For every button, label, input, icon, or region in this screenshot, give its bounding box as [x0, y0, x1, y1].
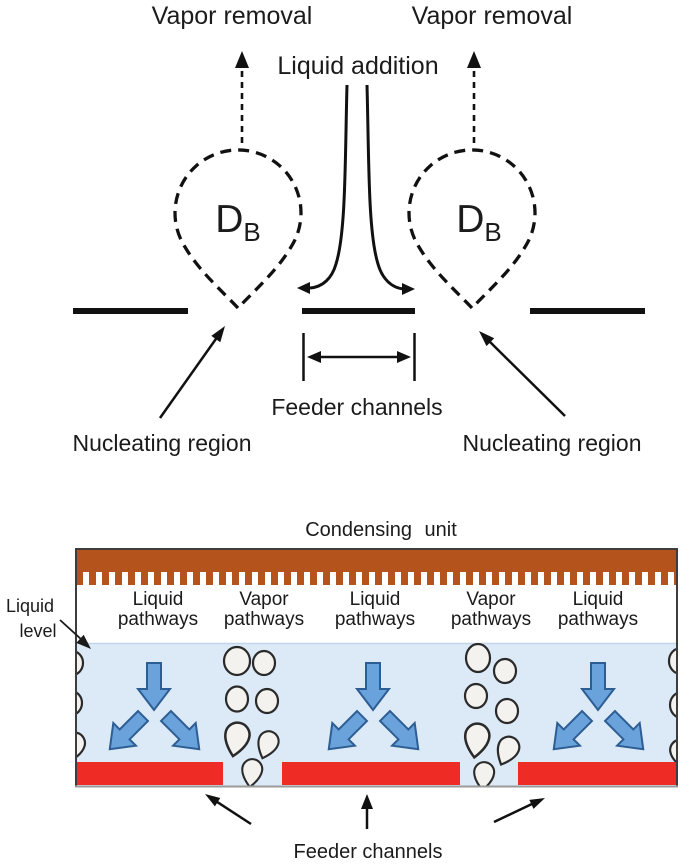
- bubble: [667, 647, 677, 675]
- nucleating-pointer-left-icon: [158, 326, 225, 419]
- db-main: D: [215, 198, 244, 241]
- bubble: [77, 691, 84, 715]
- bubble-diameter-label-left: DB: [215, 198, 261, 247]
- liquid-level-label-line2: level: [19, 621, 57, 641]
- bubble: [77, 651, 85, 675]
- pathway-label-line1: Vapor: [466, 589, 516, 610]
- pathway-label-line1: Vapor: [239, 589, 289, 610]
- bubble: [492, 657, 518, 685]
- bubble: [668, 691, 677, 719]
- nucleating-pointer-right-icon: [479, 331, 566, 417]
- bubble: [224, 685, 250, 713]
- feeder-width-dimension-icon: [302, 333, 416, 381]
- feeder-bar: [518, 762, 678, 785]
- edge-bubbles: [77, 647, 677, 772]
- feeder-bar: [282, 762, 460, 785]
- vapor-removal-arrow-right-icon: [467, 51, 481, 143]
- pathway-label-line1: Liquid: [349, 589, 401, 610]
- liquid-jet-left-curve-icon: [297, 84, 349, 294]
- feeder-channel-bars: [75, 762, 678, 785]
- feeder-pointer-right-icon: [493, 798, 545, 824]
- pathway-label-line2: pathways: [223, 608, 305, 630]
- nucleating-region-label-right: Nucleating region: [462, 430, 642, 456]
- nucleating-region-label-left: Nucleating region: [72, 430, 252, 456]
- condensing-unit-label: Condensing unit: [305, 519, 457, 541]
- bubble-diameter-label-right: DB: [456, 198, 502, 247]
- surface-line-segments: [73, 308, 645, 314]
- feeder-pointer-left-icon: [205, 794, 252, 826]
- feeder-bar: [75, 762, 223, 785]
- vapor-bubbles-column-1: [219, 645, 283, 786]
- vapor-removal-label-left: Vapor removal: [151, 2, 313, 30]
- liquid-level-label-line1: Liquid: [5, 596, 55, 616]
- bubble: [494, 697, 520, 725]
- pathway-label-line1: Liquid: [132, 589, 184, 610]
- feeder-pointer-middle-icon: [361, 794, 373, 829]
- bubble: [254, 687, 280, 715]
- condenser-fins: [76, 572, 677, 585]
- liquid-jet-right-curve-icon: [365, 84, 415, 295]
- pathway-label-line2: pathways: [334, 608, 416, 630]
- liquid-level-pointer-icon: [59, 619, 91, 649]
- pathway-label-line2: pathways: [117, 608, 199, 630]
- feeder-channels-label-top: Feeder channels: [271, 394, 443, 420]
- vapor-removal-label-right: Vapor removal: [411, 2, 573, 30]
- vapor-removal-arrow-left-icon: [235, 51, 249, 143]
- pathway-label-line2: pathways: [450, 608, 532, 630]
- bubble: [222, 645, 252, 677]
- pathway-label-line1: Liquid: [572, 589, 624, 610]
- db-main: D: [456, 198, 485, 241]
- liquid-addition-label: Liquid addition: [277, 52, 439, 80]
- bubble: [464, 643, 492, 674]
- container-border: [75, 548, 678, 787]
- pathway-label-line2: pathways: [557, 608, 639, 630]
- bubble: [463, 682, 489, 710]
- condensing-unit-bar: [76, 549, 677, 572]
- db-sub: B: [484, 216, 502, 247]
- vapor-bubbles-column-2: [461, 643, 524, 786]
- db-sub: B: [243, 216, 261, 247]
- bubble: [251, 649, 277, 677]
- feeder-channels-label-bottom: Feeder channels: [293, 841, 443, 863]
